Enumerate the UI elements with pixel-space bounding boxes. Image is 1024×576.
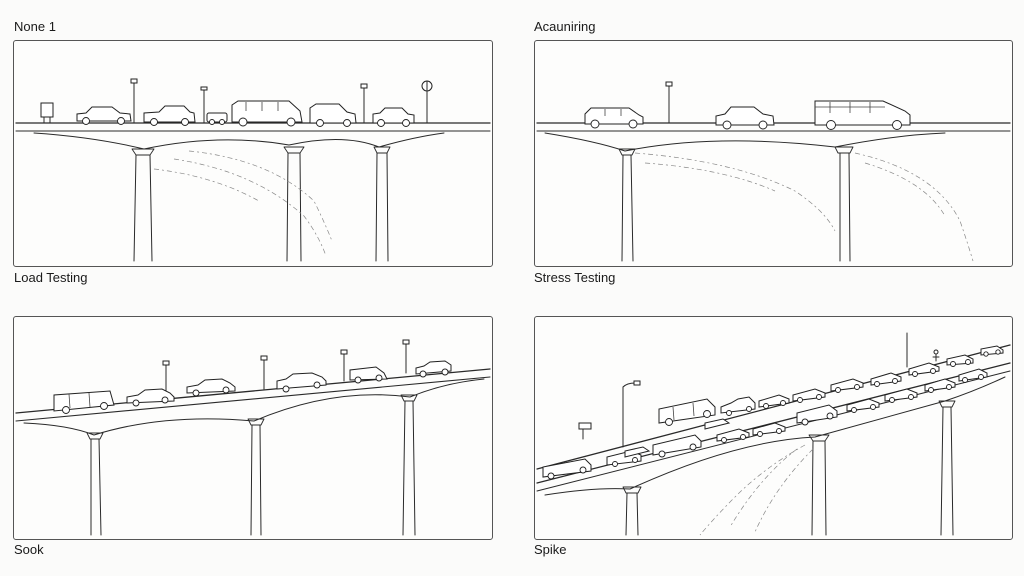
panel-load-testing: [13, 316, 493, 540]
car-icon: [349, 366, 388, 384]
bridge-pillar-icon: [400, 394, 418, 536]
bridge-pillar-icon: [373, 146, 391, 262]
car-icon: [206, 112, 228, 125]
car-icon: [924, 378, 956, 393]
car-icon: [846, 398, 880, 413]
bridge-illustration-2: [536, 81, 1011, 262]
caption-sook: Sook: [14, 542, 44, 557]
car-icon: [870, 372, 902, 387]
van-icon: [796, 404, 838, 426]
car-icon: [720, 396, 756, 416]
car-icon: [584, 107, 644, 129]
panel-acauniring: [534, 40, 1013, 267]
lamp-post-icon: [665, 81, 673, 124]
person-icon: [932, 349, 940, 362]
traffic-sign-icon: [578, 422, 592, 440]
bridge-illustration-3: [15, 339, 491, 536]
caption-none-1: None 1: [14, 19, 56, 34]
bridge-pillar-icon: [938, 400, 956, 536]
car-icon: [624, 446, 651, 458]
traffic-sign-icon: [40, 102, 54, 124]
lamp-post-icon: [200, 86, 208, 124]
bridge-pillar-icon: [247, 418, 265, 536]
bridge-pillar-icon: [834, 146, 854, 262]
lamp-post-icon: [360, 83, 368, 124]
lamp-post-icon: [340, 349, 348, 382]
car-icon: [309, 103, 357, 127]
traffic-sign-icon: [421, 80, 433, 124]
caption-spike: Spike: [534, 542, 567, 557]
lamp-post-icon: [622, 380, 641, 448]
car-icon: [908, 362, 940, 377]
bridge-pillar-icon: [618, 148, 636, 262]
caption-load-testing: Load Testing: [14, 270, 88, 285]
car-icon: [716, 428, 750, 443]
van-icon: [231, 100, 303, 127]
bridge-pillar-icon: [283, 146, 305, 262]
car-icon: [980, 345, 1004, 357]
car-icon: [752, 422, 786, 437]
car-icon: [372, 107, 415, 127]
car-icon: [946, 354, 974, 367]
panel-spike: [534, 316, 1013, 540]
car-icon: [126, 388, 175, 407]
bridge-pillar-icon: [808, 434, 830, 536]
car-icon: [143, 105, 196, 126]
bus-icon: [814, 100, 911, 130]
bridge-illustration-1: [15, 78, 491, 262]
bus-icon: [658, 398, 716, 426]
car-icon: [958, 368, 988, 383]
bridge-illustration-4: [536, 332, 1011, 536]
panel-none-1: [13, 40, 493, 267]
car-icon: [884, 388, 918, 403]
lamp-post-icon: [260, 355, 268, 390]
car-icon: [276, 372, 327, 393]
bridge-pillar-icon: [622, 486, 642, 536]
car-icon: [652, 434, 702, 458]
car-icon: [704, 418, 731, 430]
car-icon: [186, 378, 236, 397]
car-icon: [830, 378, 864, 393]
bridge-pillar-icon: [131, 148, 155, 262]
caption-acauniring: Acauniring: [534, 19, 596, 34]
bridge-pillar-icon: [86, 432, 104, 536]
caption-stress-testing: Stress Testing: [534, 270, 616, 285]
car-icon: [76, 106, 132, 125]
lamp-post-icon: [402, 339, 410, 374]
car-icon: [715, 106, 775, 130]
car-icon: [415, 360, 452, 378]
car-icon: [792, 388, 826, 403]
car-icon: [758, 394, 790, 409]
bus-icon: [542, 458, 592, 480]
lamp-post-icon: [130, 78, 138, 124]
bus-icon: [53, 390, 115, 414]
